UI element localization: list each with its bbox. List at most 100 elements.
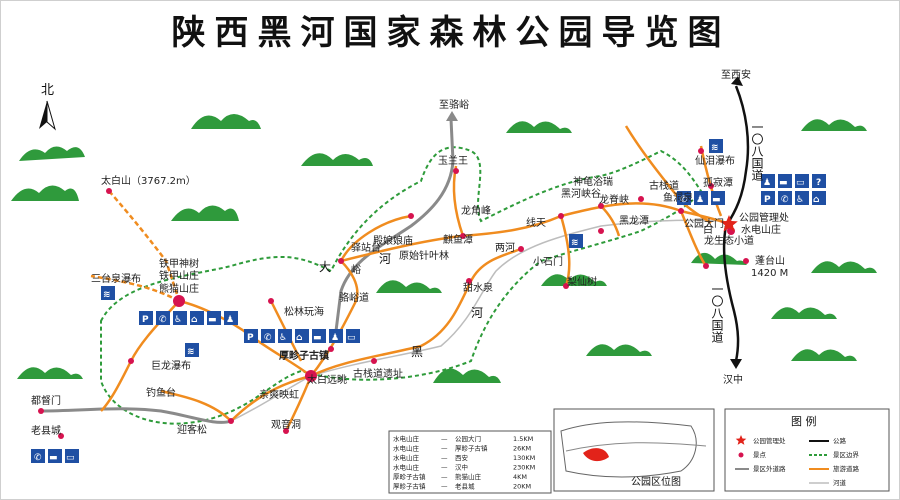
lodging-icon[interactable] (207, 311, 221, 325)
spot-dot[interactable] (703, 263, 709, 269)
label-longsheng: 龙生态小道 (704, 234, 754, 247)
legend-spot: 景点 (753, 451, 767, 459)
phone-icon[interactable] (677, 191, 691, 205)
lodging-icon[interactable] (711, 191, 725, 205)
spot-dot[interactable] (453, 168, 459, 174)
spot-dot[interactable] (678, 208, 684, 214)
spot-dot[interactable] (268, 298, 274, 304)
distance-cell: 26KM (513, 445, 531, 453)
label-yingkesong: 迎客松 (177, 423, 207, 436)
label-he: 河 (379, 252, 391, 266)
bus-icon[interactable] (346, 329, 360, 343)
distance-cell: 西安 (455, 453, 469, 462)
label-to-luoyu: 至骆峪 (439, 98, 469, 111)
waterfall-icon[interactable] (709, 139, 723, 153)
legend-title: 图 例 (791, 414, 817, 428)
restroom-icon[interactable] (761, 174, 775, 188)
distance-cell: 20KM (513, 483, 531, 491)
trail (310, 247, 522, 378)
park-office-star[interactable] (720, 215, 738, 232)
restroom-icon[interactable] (329, 329, 343, 343)
spot-dot[interactable] (371, 358, 377, 364)
spot-dot[interactable] (563, 283, 569, 289)
distance-cell: — (441, 445, 448, 453)
spot-dot[interactable] (698, 148, 704, 154)
svg-text:P: P (764, 195, 771, 205)
shop-icon[interactable] (295, 329, 309, 343)
phone-icon[interactable] (778, 191, 792, 205)
label-hei: 黑 (411, 345, 423, 359)
legend-boundary: 景区边界 (833, 451, 860, 459)
spot-dot[interactable] (305, 370, 317, 382)
mountain (17, 367, 83, 379)
svg-text:✆: ✆ (159, 315, 167, 325)
svg-text:⌂: ⌂ (813, 195, 820, 205)
mountain (801, 119, 867, 131)
svg-text:⌂: ⌂ (296, 333, 303, 343)
spot-dot[interactable] (708, 183, 714, 189)
spot-dot[interactable] (58, 433, 64, 439)
label-dudumen: 都督门 (31, 394, 61, 407)
north-arrow-icon-half (46, 100, 56, 131)
parking-icon[interactable] (139, 311, 153, 325)
waterfall-icon[interactable] (185, 343, 199, 357)
phone-icon[interactable] (31, 449, 45, 463)
legend-outside-road: 景区外道路 (753, 464, 786, 473)
label-road-108-top: 一〇八国道 (750, 121, 764, 181)
spot-dot[interactable] (228, 418, 234, 424)
lodging-icon[interactable] (48, 449, 62, 463)
spot-dot[interactable] (328, 346, 334, 352)
spot-dot[interactable] (598, 203, 604, 209)
toilet-icon[interactable] (795, 191, 809, 205)
bus-icon[interactable] (795, 174, 809, 188)
spot-dot[interactable] (128, 358, 134, 364)
label-he2: 河 (471, 306, 483, 320)
spot-dot[interactable] (283, 428, 289, 434)
shop-icon[interactable] (190, 311, 204, 325)
parking-icon[interactable] (244, 329, 258, 343)
svg-text:✆: ✆ (34, 453, 42, 463)
restroom-icon[interactable] (224, 311, 238, 325)
label-longjiao: 龙角峰 (461, 204, 491, 217)
toilet-icon[interactable] (173, 311, 187, 325)
bus-icon[interactable] (65, 449, 79, 463)
spot-dot[interactable] (460, 233, 466, 239)
label-park-gate: 公园大门 (684, 217, 724, 230)
trail (160, 389, 232, 422)
spot-dot[interactable] (38, 408, 44, 414)
trail (339, 214, 412, 262)
distance-cell: 4KM (513, 473, 527, 481)
label-tiejia-lodge: 铁甲山庄 (159, 269, 199, 282)
spot-dot[interactable] (518, 246, 524, 252)
waterfall-icon[interactable] (569, 234, 583, 248)
parking-icon[interactable] (761, 191, 775, 205)
spot-dot[interactable] (598, 228, 604, 234)
phone-icon[interactable] (156, 311, 170, 325)
info-icon[interactable] (812, 174, 826, 188)
spot-dot[interactable] (743, 258, 749, 264)
label-tiejia-tree: 铁甲神树 (159, 257, 199, 270)
waterfall-icon[interactable] (101, 286, 115, 300)
spot-dot[interactable] (106, 188, 112, 194)
spot-dot[interactable] (558, 213, 564, 219)
label-road-108-bottom: 一〇八国道 (710, 283, 724, 343)
spot-dot[interactable] (173, 295, 185, 307)
restroom-icon[interactable] (694, 191, 708, 205)
distance-cell: 水电山庄 (393, 444, 420, 453)
spot-dot[interactable] (638, 196, 644, 202)
spot-dot[interactable] (408, 213, 414, 219)
mountain (171, 205, 239, 221)
label-to-xian: 至西安 (721, 68, 751, 81)
spot-dot[interactable] (466, 278, 472, 284)
phone-icon[interactable] (261, 329, 275, 343)
label-santai: 三台泉瀑布 (91, 272, 141, 285)
toilet-icon[interactable] (278, 329, 292, 343)
lodging-icon[interactable] (312, 329, 326, 343)
service-icons-center: P ✆ ♿ ⌂ ▬ ♟ ▭ (244, 329, 360, 343)
distance-table-frame (388, 430, 552, 494)
spot-dot[interactable] (338, 258, 344, 264)
shop-icon[interactable] (812, 191, 826, 205)
label-lihua: 梨仙树 (567, 275, 597, 288)
lodging-icon[interactable] (778, 174, 792, 188)
